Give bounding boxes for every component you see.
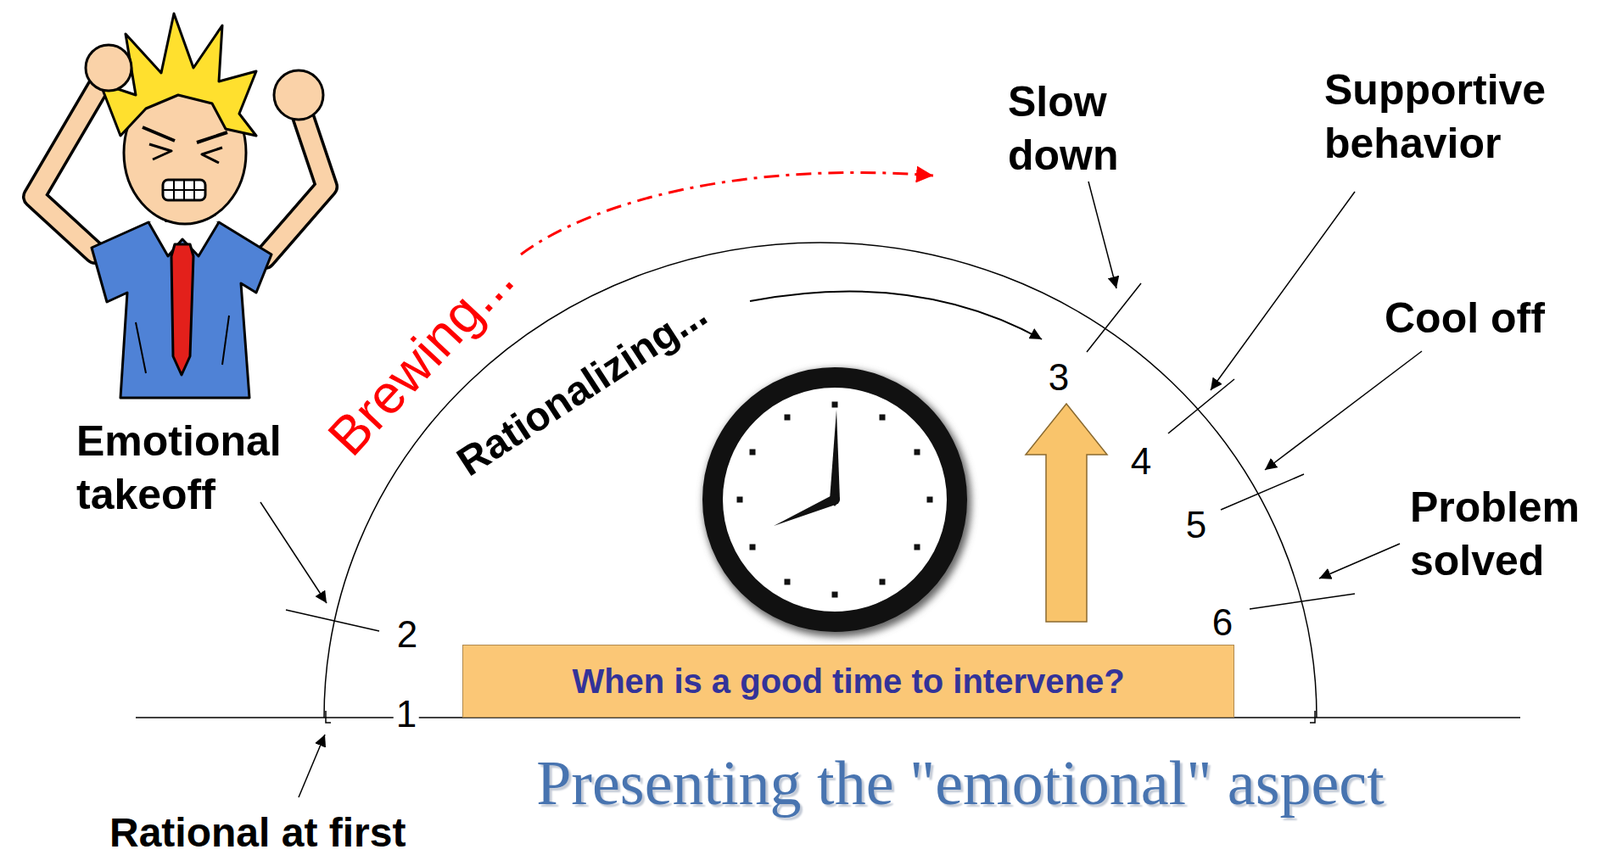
tick-mark bbox=[1168, 379, 1235, 434]
callout-number: 1 bbox=[393, 695, 420, 733]
clock-dot bbox=[913, 544, 920, 551]
squeezed-eyes bbox=[149, 144, 223, 163]
arc-end-bracket bbox=[1309, 710, 1315, 723]
tick-mark bbox=[1220, 474, 1304, 510]
diagram-title: Presenting the "emotional" aspect bbox=[536, 751, 1385, 815]
label-holder: Rational at first bbox=[109, 812, 406, 854]
clock-pivot bbox=[829, 494, 840, 505]
rationalizing-arrow bbox=[749, 290, 1042, 340]
label-holder: Cool off bbox=[1384, 291, 1545, 346]
teeth bbox=[162, 179, 206, 201]
leader-line bbox=[1319, 543, 1400, 579]
hour-hand bbox=[773, 495, 837, 527]
clock-face bbox=[712, 377, 957, 622]
left-fist bbox=[85, 44, 132, 91]
clock-dot bbox=[832, 402, 839, 409]
clock-dot bbox=[784, 414, 791, 421]
title-holder: Presenting the "emotional" aspect bbox=[536, 751, 1385, 815]
clock-dot bbox=[737, 497, 744, 504]
label-holder: 2 bbox=[394, 615, 420, 654]
tie bbox=[171, 244, 194, 375]
stage-label: Slow down bbox=[1007, 75, 1119, 182]
label-holder: 6 bbox=[1209, 604, 1236, 642]
clock-dot bbox=[913, 449, 920, 456]
stage-label: Supportive behavior bbox=[1324, 63, 1546, 170]
clock-dot bbox=[784, 578, 791, 585]
left-arm bbox=[33, 78, 104, 253]
leader-line bbox=[1210, 191, 1355, 391]
leader-line bbox=[1088, 181, 1117, 289]
brewing-arrow bbox=[520, 172, 934, 255]
label-holder: Slow down bbox=[1007, 75, 1119, 182]
right-arm-outline bbox=[264, 103, 327, 258]
label-holder: 4 bbox=[1128, 442, 1154, 481]
label-holder: Supportive behavior bbox=[1324, 63, 1546, 170]
leader-line bbox=[298, 734, 325, 798]
label-holder: Emotional takeoff bbox=[76, 414, 282, 521]
shirt bbox=[91, 222, 272, 398]
right-arm bbox=[264, 103, 327, 258]
right-fist bbox=[274, 70, 324, 120]
stage-label: Cool off bbox=[1384, 291, 1545, 346]
left-arm-outline bbox=[33, 78, 104, 253]
clock-dot bbox=[832, 592, 839, 599]
callout-number: 6 bbox=[1209, 604, 1236, 642]
frustrated-man bbox=[33, 13, 327, 398]
callout-number: 5 bbox=[1183, 506, 1209, 544]
arc-end-bracket bbox=[325, 710, 331, 723]
tick-mark bbox=[285, 609, 380, 632]
question-text: When is a good time to intervene? bbox=[571, 662, 1125, 701]
callout-number: 4 bbox=[1128, 442, 1154, 481]
stage-label: Rational at first bbox=[109, 812, 406, 854]
stage-label: Emotional takeoff bbox=[76, 414, 282, 521]
label-holder: 5 bbox=[1183, 506, 1209, 544]
label-holder: 1 bbox=[393, 695, 420, 733]
leader-line bbox=[1264, 351, 1422, 470]
tick-mark bbox=[1249, 593, 1355, 610]
label-holder: 3 bbox=[1046, 358, 1072, 397]
eyebrows bbox=[142, 127, 228, 143]
clock-dot bbox=[749, 544, 756, 551]
clock-dot bbox=[879, 414, 886, 421]
tick-mark bbox=[1086, 283, 1142, 353]
clock-dot bbox=[749, 449, 756, 456]
callout-number: 2 bbox=[394, 615, 420, 654]
intervene-arrow bbox=[1025, 403, 1108, 622]
label-holder: Problem solved bbox=[1409, 481, 1580, 588]
clock-dot bbox=[879, 578, 886, 585]
callout-number: 3 bbox=[1046, 358, 1072, 397]
clenched-mouth bbox=[162, 179, 206, 201]
stage-label: Problem solved bbox=[1409, 481, 1580, 588]
clock bbox=[712, 377, 962, 627]
clock-dot bbox=[927, 497, 934, 504]
leader-line bbox=[260, 502, 327, 604]
minute-hand bbox=[829, 409, 840, 507]
question-box: When is a good time to intervene? bbox=[462, 644, 1235, 718]
